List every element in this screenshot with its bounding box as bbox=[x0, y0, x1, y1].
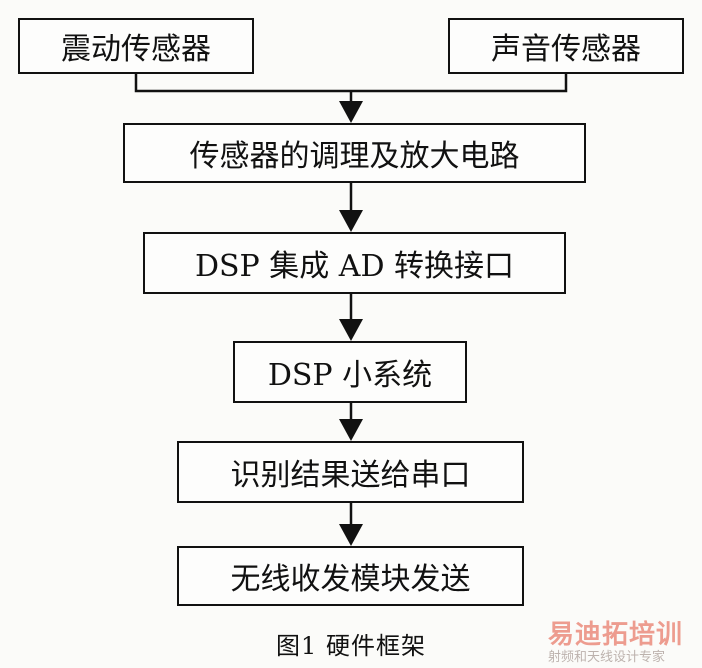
arrow-head-conditioning bbox=[339, 101, 363, 123]
wireless-transmit-box: 无线收发模块发送 bbox=[177, 546, 524, 606]
dsp-system-box: DSP 小系统 bbox=[233, 341, 467, 403]
vibration-sensor-box: 震动传感器 bbox=[18, 18, 254, 74]
arrow-head-dsp-ad bbox=[339, 210, 363, 232]
watermark-subtitle: 射频和天线设计专家 bbox=[548, 650, 666, 665]
arrow-head-dsp-system bbox=[339, 319, 363, 341]
vibration-sensor-label: 震动传感器 bbox=[61, 32, 211, 67]
sound-sensor-label: 声音传感器 bbox=[491, 32, 641, 67]
sensor-merge-line bbox=[134, 74, 568, 93]
wireless-transmit-label: 无线收发模块发送 bbox=[230, 562, 471, 597]
conditioning-circuit-label: 传感器的调理及放大电路 bbox=[189, 139, 520, 174]
serial-output-label: 识别结果送给串口 bbox=[230, 458, 471, 493]
arrow-head-wireless bbox=[339, 524, 363, 546]
sound-sensor-box: 声音传感器 bbox=[448, 18, 684, 74]
arrow-head-serial bbox=[339, 419, 363, 441]
serial-output-box: 识别结果送给串口 bbox=[177, 441, 524, 503]
watermark-title: 易迪拓培训 bbox=[548, 620, 684, 650]
dsp-ad-interface-box: DSP 集成 AD 转换接口 bbox=[143, 232, 566, 294]
dsp-system-label: DSP 小系统 bbox=[267, 358, 433, 393]
watermark: 易迪拓培训 射频和天线设计专家 bbox=[548, 614, 698, 665]
dsp-ad-interface-label: DSP 集成 AD 转换接口 bbox=[194, 249, 515, 284]
conditioning-circuit-box: 传感器的调理及放大电路 bbox=[123, 123, 586, 183]
figure-caption: 图1 硬件框架 bbox=[276, 632, 426, 660]
